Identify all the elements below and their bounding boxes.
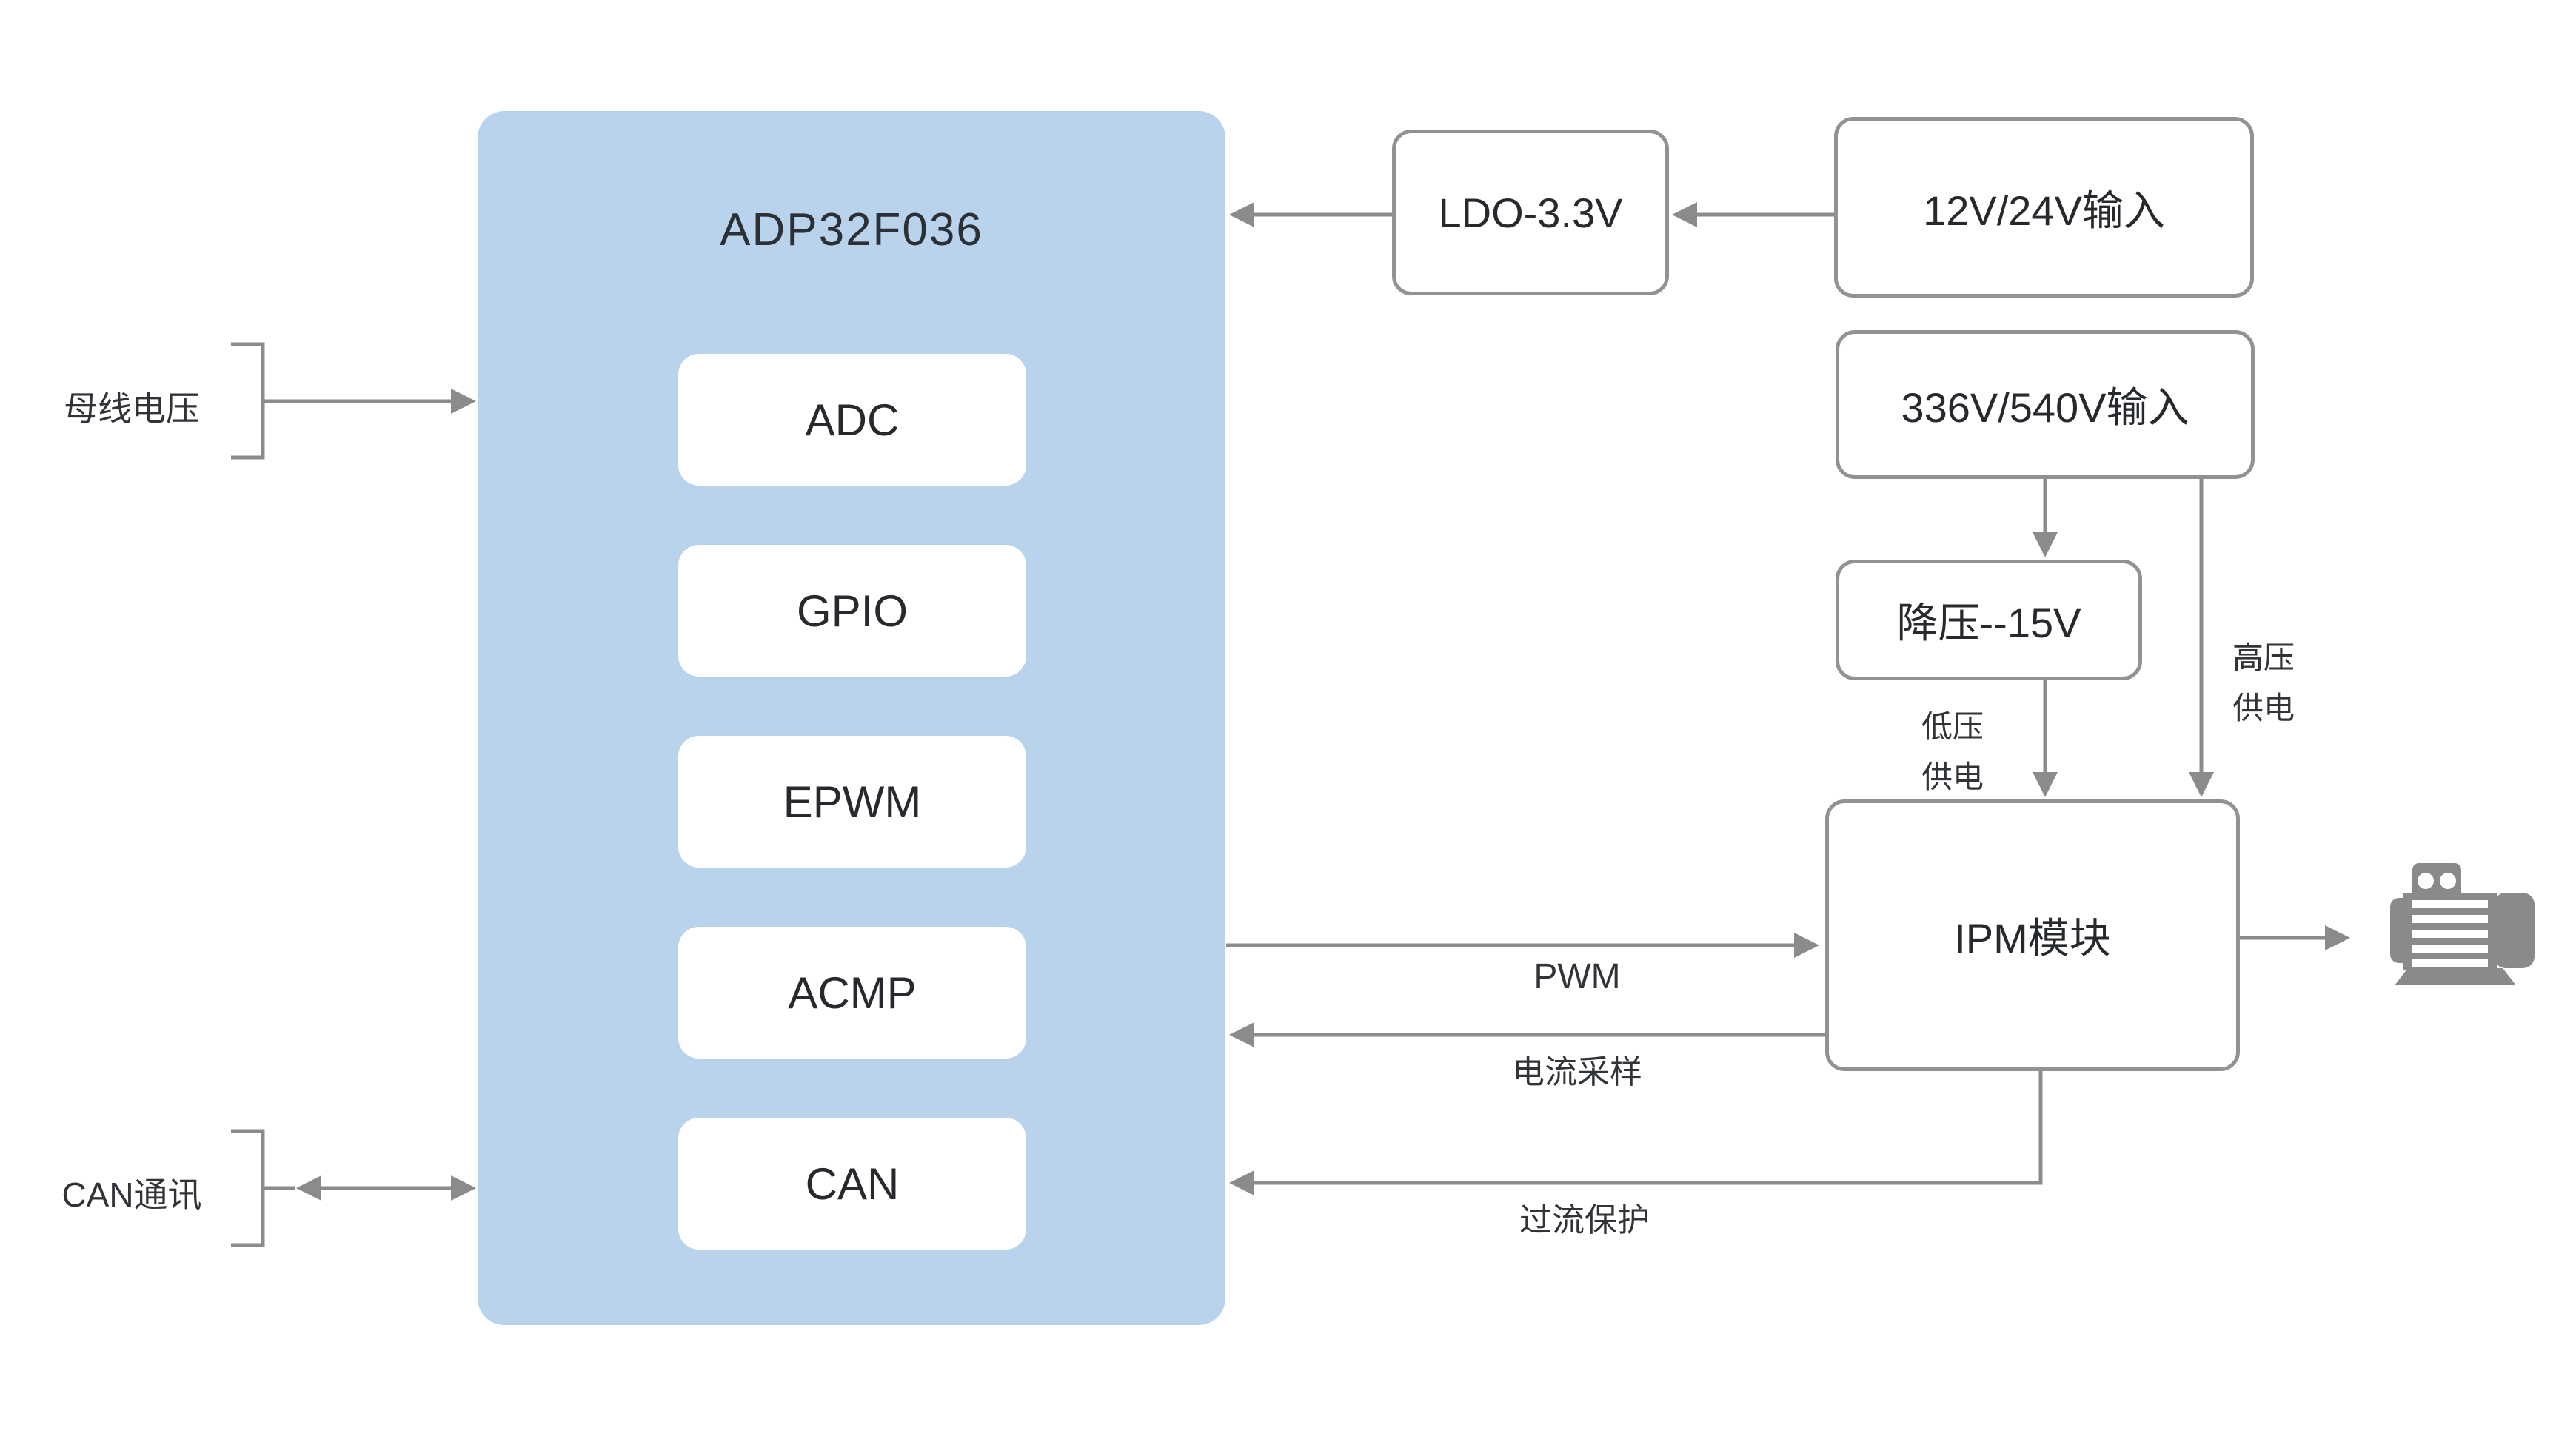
mcu-title: ADP32F036	[720, 204, 983, 255]
peripheral-gpio: GPIO	[678, 545, 1026, 677]
ipm-module-box: IPM模块	[1825, 799, 2240, 1071]
peripheral-epwm: EPWM	[678, 736, 1026, 868]
low-voltage-supply-label: 低压 供电	[1879, 702, 2027, 802]
input-336v-540v-box: 336V/540V输入	[1836, 330, 2255, 479]
high-voltage-supply-line2: 供电	[2232, 691, 2295, 725]
arrow-current-sampling-ipm-to-mcu	[1229, 1022, 1825, 1047]
can-comm-bracket	[231, 1129, 265, 1247]
buck-15v-box: 降压--15V	[1836, 560, 2142, 680]
bus-voltage-bracket	[231, 342, 265, 460]
arrow-ipm-to-motor	[2240, 925, 2350, 950]
high-voltage-supply-line1: 高压	[2232, 640, 2295, 675]
arrow-pwm-mcu-to-ipm	[1226, 933, 1819, 958]
low-voltage-supply-line1: 低压	[1921, 709, 1984, 744]
arrow-336v-to-buck	[2033, 479, 2058, 557]
bus-voltage-label: 母线电压	[64, 389, 200, 428]
current-sampling-label: 电流采样	[1512, 1054, 1642, 1090]
arrow-12v-to-ldo	[1672, 202, 1834, 227]
arrow-bus-voltage-to-mcu	[263, 389, 476, 414]
overcurrent-protection-label: 过流保护	[1519, 1202, 1650, 1238]
can-comm-label: CAN通讯	[61, 1175, 202, 1214]
low-voltage-supply-line2: 供电	[1921, 759, 1984, 794]
peripheral-can: CAN	[678, 1118, 1026, 1250]
ldo-box: LDO-3.3V	[1392, 130, 1669, 295]
high-voltage-supply-label: 高压 供电	[2189, 633, 2338, 734]
arrow-can-bidirectional	[263, 1175, 476, 1201]
peripheral-acmp: ACMP	[678, 927, 1026, 1059]
arrow-buck-to-ipm	[2033, 680, 2058, 797]
arrow-ldo-to-mcu	[1229, 202, 1392, 227]
peripheral-adc: ADC	[678, 354, 1026, 486]
input-12v-24v-box: 12V/24V输入	[1834, 117, 2254, 298]
motor-icon	[2390, 863, 2535, 985]
pwm-label: PWM	[1533, 957, 1621, 996]
